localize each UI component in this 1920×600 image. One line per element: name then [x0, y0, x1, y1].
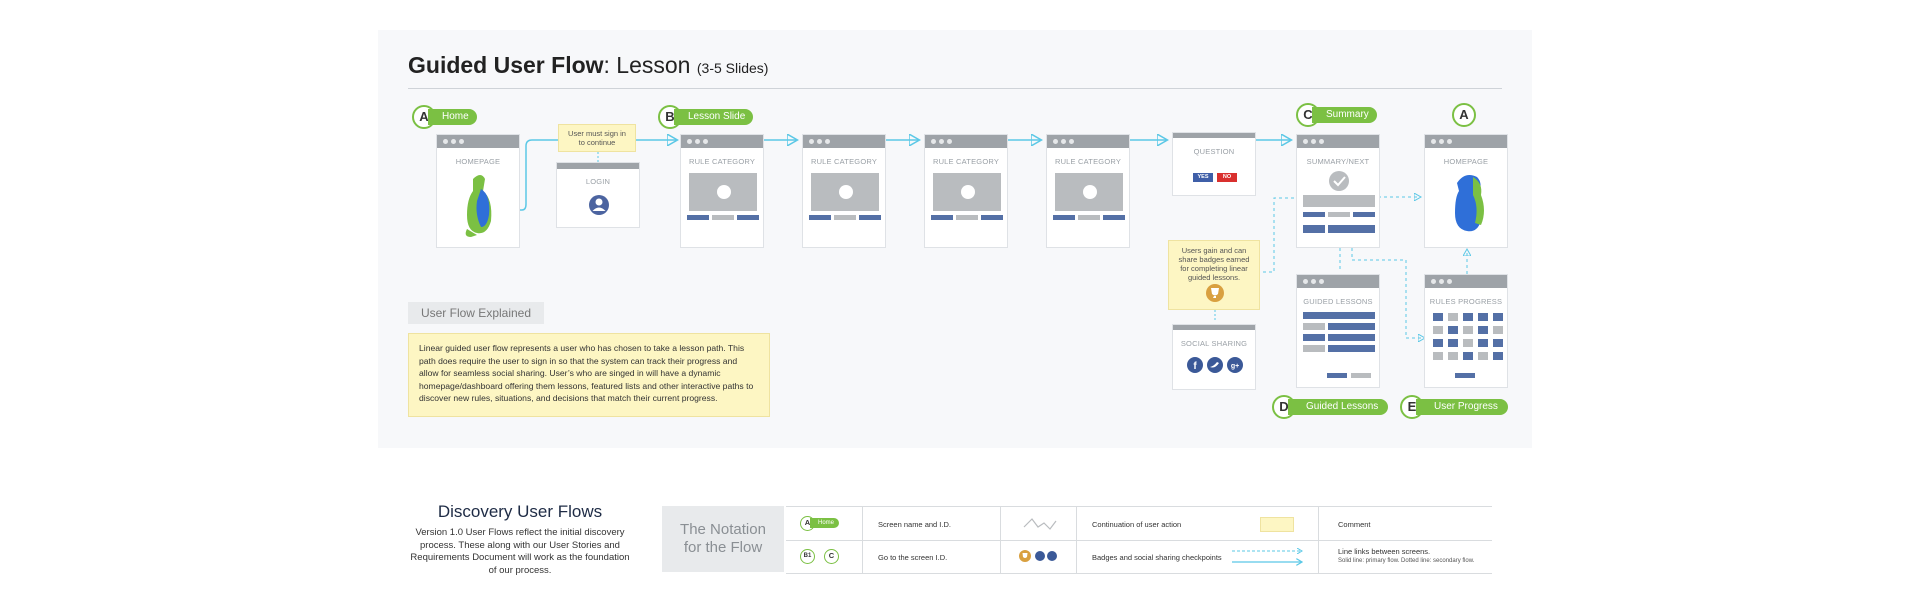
facebook-icon: f: [1187, 357, 1203, 373]
facebook-icon: [1035, 551, 1045, 561]
discovery-body: Version 1.0 User Flows reflect the initi…: [410, 527, 630, 576]
note-badges: Users gain and can share badges earned f…: [1168, 240, 1260, 310]
screen-label: RULE CATEGORY: [810, 157, 878, 166]
legend-continuation: Continuation of user action: [1092, 520, 1182, 529]
notation-title: The Notation for the Flow: [662, 506, 784, 572]
screen-rule-category-4[interactable]: RULE CATEGORY: [1046, 134, 1130, 248]
screen-label: RULE CATEGORY: [1054, 157, 1122, 166]
badge-label: Lesson Slide: [674, 109, 754, 125]
image-placeholder: [689, 173, 757, 211]
screen-label: RULES PROGRESS: [1429, 297, 1503, 306]
progress-grid: [1433, 313, 1503, 378]
legend-line-samples: [1232, 543, 1310, 573]
mascot-figure-icon: [465, 175, 492, 237]
user-flow-explained-body: Linear guided user flow represents a use…: [408, 333, 770, 417]
google-plus-icon: g+: [1227, 357, 1243, 373]
twitter-icon: [1047, 551, 1057, 561]
trophy-icon: [1019, 550, 1031, 562]
note-sign-in: User must sign in to continue: [558, 124, 636, 152]
social-icons: f g+: [1187, 357, 1243, 373]
screen-label: RULE CATEGORY: [688, 157, 756, 166]
discovery-title: Discovery User Flows: [437, 502, 603, 521]
screen-social-sharing[interactable]: SOCIAL SHARING f g+: [1172, 324, 1256, 390]
screen-question[interactable]: QUESTION YES NO: [1172, 132, 1256, 196]
legend-line-links: Line links between screens.: [1338, 547, 1431, 556]
screen-rules-progress[interactable]: RULES PROGRESS: [1424, 274, 1508, 388]
image-placeholder: [933, 173, 1001, 211]
svg-text:g+: g+: [1231, 363, 1239, 370]
legend-badges-social: Badges and social sharing checkpoints: [1092, 553, 1222, 562]
screen-label: QUESTION: [1193, 147, 1235, 156]
legend-goto-screen: Go to the screen I.D.: [878, 553, 948, 562]
title-divider: [408, 88, 1502, 89]
badge-label: User Progress: [1416, 399, 1508, 415]
screen-rule-category-1[interactable]: RULE CATEGORY: [680, 134, 764, 248]
no-button[interactable]: NO: [1217, 173, 1237, 182]
image-placeholder: [811, 173, 879, 211]
screen-label: RULE CATEGORY: [932, 157, 1000, 166]
screen-guided-lessons[interactable]: GUIDED LESSONS: [1296, 274, 1380, 388]
squiggle-icon: [1023, 518, 1057, 530]
trophy-icon: [1206, 284, 1224, 302]
checkmark-icon: [1329, 171, 1349, 191]
svg-text:f: f: [1193, 361, 1197, 372]
legend-comment: Comment: [1338, 520, 1371, 529]
screen-label: GUIDED LESSONS: [1303, 297, 1373, 306]
screen-homepage-end[interactable]: HOMEPAGE: [1424, 134, 1508, 248]
note-text: Users gain and can share badges earned f…: [1178, 246, 1250, 282]
badge-label: Home: [428, 109, 477, 125]
legend-social-icons: [1019, 550, 1057, 562]
user-flow-explained-heading: User Flow Explained: [408, 302, 544, 324]
legend-line-links-sub: Solid line: primary flow. Dotted line: s…: [1338, 558, 1475, 564]
screen-rule-category-2[interactable]: RULE CATEGORY: [802, 134, 886, 248]
twitter-icon: [1207, 357, 1223, 373]
image-placeholder: [1055, 173, 1123, 211]
badge-label: Guided Lessons: [1288, 399, 1389, 415]
page-title: Guided User Flow: Lesson (3-5 Slides): [408, 52, 769, 78]
mascot-figure-icon: [1455, 175, 1484, 232]
legend-goto-c: C: [824, 549, 839, 564]
screen-label: SOCIAL SHARING: [1180, 339, 1248, 348]
legend-screen-name: Screen name and I.D.: [878, 520, 951, 529]
badge-letter: A: [1452, 103, 1476, 127]
legend-goto-b1: B1: [800, 549, 815, 564]
screen-homepage[interactable]: HOMEPAGE: [436, 134, 520, 248]
legend-comment-swatch: [1260, 517, 1294, 532]
screen-login[interactable]: LOGIN: [556, 162, 640, 228]
user-avatar-icon: [589, 195, 609, 215]
yes-button[interactable]: YES: [1193, 173, 1213, 182]
screen-label: LOGIN: [585, 177, 611, 186]
legend-home-pill: Home: [810, 518, 840, 528]
badge-label: Summary: [1312, 107, 1377, 123]
screen-rule-category-3[interactable]: RULE CATEGORY: [924, 134, 1008, 248]
screen-label: SUMMARY/NEXT: [1306, 157, 1370, 166]
notation-legend-table: A Home Screen name and I.D. Continuation…: [786, 506, 1492, 574]
screen-summary-next[interactable]: SUMMARY/NEXT: [1296, 134, 1380, 248]
screen-label: HOMEPAGE: [455, 157, 501, 166]
screen-label: HOMEPAGE: [1443, 157, 1489, 166]
